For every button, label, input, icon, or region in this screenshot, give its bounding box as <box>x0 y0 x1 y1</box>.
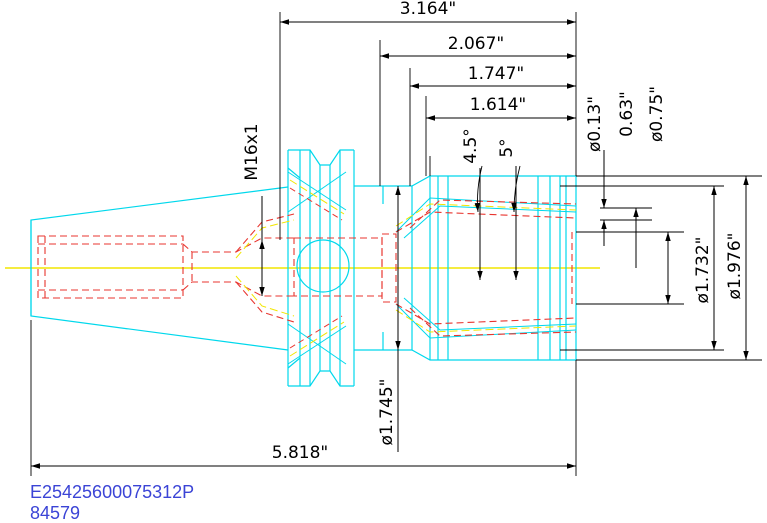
dim-dia-063: 0.63" <box>617 91 637 137</box>
dim-angle-5: 5° <box>497 138 517 157</box>
part-number-line1: E25425600075312P <box>30 482 194 502</box>
collet-taper-outline <box>395 197 577 339</box>
dim-dia-075: ø0.75" <box>647 86 667 142</box>
dim-thread: M16x1 <box>242 123 262 180</box>
dim-length-1614: 1.614" <box>470 95 527 115</box>
extension-lines <box>30 12 762 476</box>
dim-dia-1745: ø1.745" <box>377 379 397 446</box>
vertical-dimension-lines <box>259 150 749 452</box>
part-number-line2: 84579 <box>30 503 80 523</box>
dim-length-2067: 2.067" <box>448 34 505 54</box>
dim-top-overall: 3.164" <box>400 0 457 19</box>
dim-angle-45: 4.5° <box>461 128 481 164</box>
dim-overall-length: 5.818" <box>272 443 329 463</box>
dim-length-1747: 1.747" <box>468 64 525 84</box>
angle-leaders <box>474 165 521 213</box>
dim-dia-1976: ø1.976" <box>725 233 745 300</box>
dim-dia-1732: ø1.732" <box>693 237 713 304</box>
dim-dia-013: ø0.13" <box>585 96 605 152</box>
cross-hole-outline <box>296 239 350 293</box>
taper-shank-outline <box>30 186 289 351</box>
horizontal-dimension-lines <box>31 19 576 469</box>
flange-drive-slots <box>287 171 347 365</box>
collet-body-outline <box>354 175 577 361</box>
